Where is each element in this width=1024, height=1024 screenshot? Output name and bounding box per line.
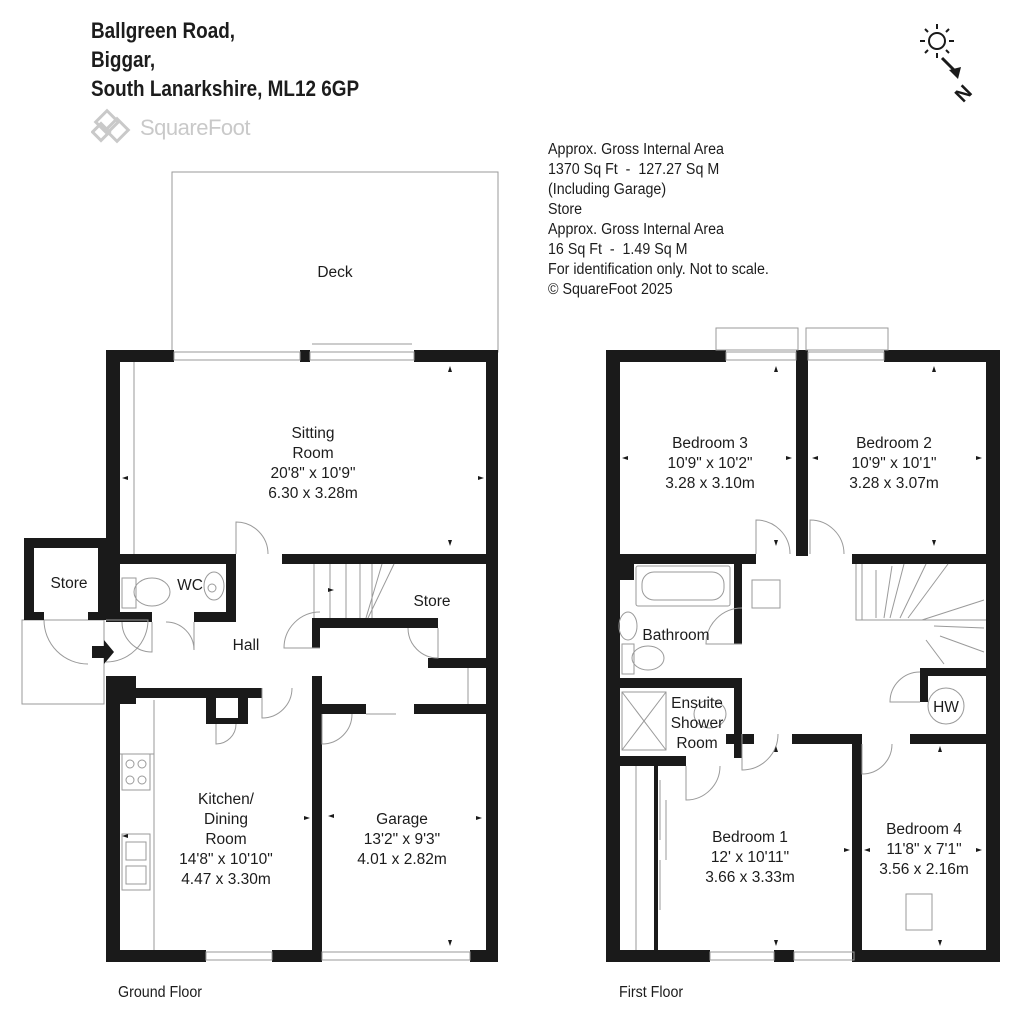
property-address: Ballgreen Road, Biggar, South Lanarkshir… (91, 16, 359, 103)
first-floor-doors (685, 519, 921, 801)
compass-icon: N (920, 24, 977, 105)
bedroom1-name: Bedroom 1 (712, 829, 788, 846)
ensuite-name-2: Shower (671, 715, 724, 732)
ground-floor-windows (120, 351, 471, 961)
bedroom3-metric: 3.28 x 3.10m (665, 475, 755, 492)
bedroom3-name: Bedroom 3 (672, 435, 748, 452)
deck-area (171, 171, 499, 353)
bathroom-fixtures (618, 565, 731, 751)
kitchen-metric: 4.47 x 3.30m (181, 871, 271, 888)
ground-floor-walls (24, 350, 498, 962)
hall-label: Hall (233, 637, 260, 654)
sitting-room-name-1: Sitting (291, 425, 334, 442)
entrance-arrow-icon (92, 640, 114, 664)
bedroom4-name: Bedroom 4 (886, 821, 962, 838)
bathroom-label: Bathroom (642, 627, 709, 644)
ground-floor-doors (43, 343, 439, 745)
first-floor-plan: Bedroom 3 10'9" x 10'2" 3.28 x 3.10m Bed… (606, 327, 1000, 962)
ground-floor-stairs (313, 563, 395, 619)
kitchen-name-3: Room (205, 831, 246, 848)
first-floor-windows (635, 327, 889, 961)
area-line-1: Approx. Gross Internal Area (548, 141, 724, 158)
ensuite-name-1: Ensuite (671, 695, 723, 712)
area-line-4: Store (548, 201, 583, 218)
inner-store-label: Store (413, 593, 450, 610)
outside-store-label: Store (50, 575, 87, 592)
bedroom2-name: Bedroom 2 (856, 435, 932, 452)
garage-name: Garage (376, 811, 428, 828)
bedroom4-metric: 3.56 x 2.16m (879, 861, 969, 878)
first-floor-walls (606, 350, 1000, 962)
bedroom2-imperial: 10'9" x 10'1" (851, 455, 936, 472)
bedroom2-metric: 3.28 x 3.07m (849, 475, 939, 492)
hw-label: HW (933, 699, 959, 716)
wc-label: WC (177, 577, 203, 594)
bedroom1-imperial: 12' x 10'11" (711, 849, 789, 866)
first-floor-dimension-markers (622, 366, 982, 946)
entrance-porch (21, 619, 105, 705)
kitchen-name-1: Kitchen/ (198, 791, 255, 808)
area-line-3: (Including Garage) (548, 181, 667, 198)
sitting-room-name-2: Room (292, 445, 333, 462)
first-floor-stairs (855, 563, 986, 665)
ground-floor-dimension-markers (122, 366, 484, 946)
address-line-3: South Lanarkshire, ML12 6GP (91, 76, 360, 101)
ground-floor-plan: Deck Sitting Room 20'8" x 10'9" 6.30 x 3… (21, 171, 499, 962)
bedroom4-imperial: 11'8" x 7'1" (886, 841, 961, 858)
address-line-1: Ballgreen Road, (91, 18, 236, 43)
area-info: Approx. Gross Internal Area 1370 Sq Ft -… (548, 140, 769, 300)
ground-floor-label: Ground Floor (118, 984, 203, 1001)
deck-label: Deck (317, 264, 353, 281)
wardrobe-fixtures (659, 780, 933, 931)
garage-metric: 4.01 x 2.82m (357, 851, 447, 868)
logo-text: SquareFoot (140, 115, 250, 140)
kitchen-imperial: 14'8" x 10'10" (179, 851, 273, 868)
squarefoot-logo-icon (91, 108, 131, 144)
area-line-2: 1370 Sq Ft - 127.27 Sq M (548, 161, 720, 178)
kitchen-fixtures (121, 753, 151, 891)
bedroom1-metric: 3.66 x 3.33m (705, 869, 795, 886)
wc-fixtures (121, 571, 225, 609)
first-floor-label: First Floor (619, 984, 684, 1001)
kitchen-name-2: Dining (204, 811, 248, 828)
address-line-2: Biggar, (91, 47, 156, 72)
garage-imperial: 13'2" x 9'3" (364, 831, 440, 848)
ensuite-name-3: Room (676, 735, 717, 752)
sitting-room-metric: 6.30 x 3.28m (268, 485, 358, 502)
bedroom3-imperial: 10'9" x 10'2" (667, 455, 752, 472)
area-line-5: Approx. Gross Internal Area (548, 221, 724, 238)
sitting-room-imperial: 20'8" x 10'9" (270, 465, 355, 482)
area-line-8: © SquareFoot 2025 (548, 281, 673, 298)
hot-water-tank-icon (927, 687, 965, 725)
area-line-7: For identification only. Not to scale. (548, 261, 769, 278)
area-line-6: 16 Sq Ft - 1.49 Sq M (548, 241, 688, 258)
